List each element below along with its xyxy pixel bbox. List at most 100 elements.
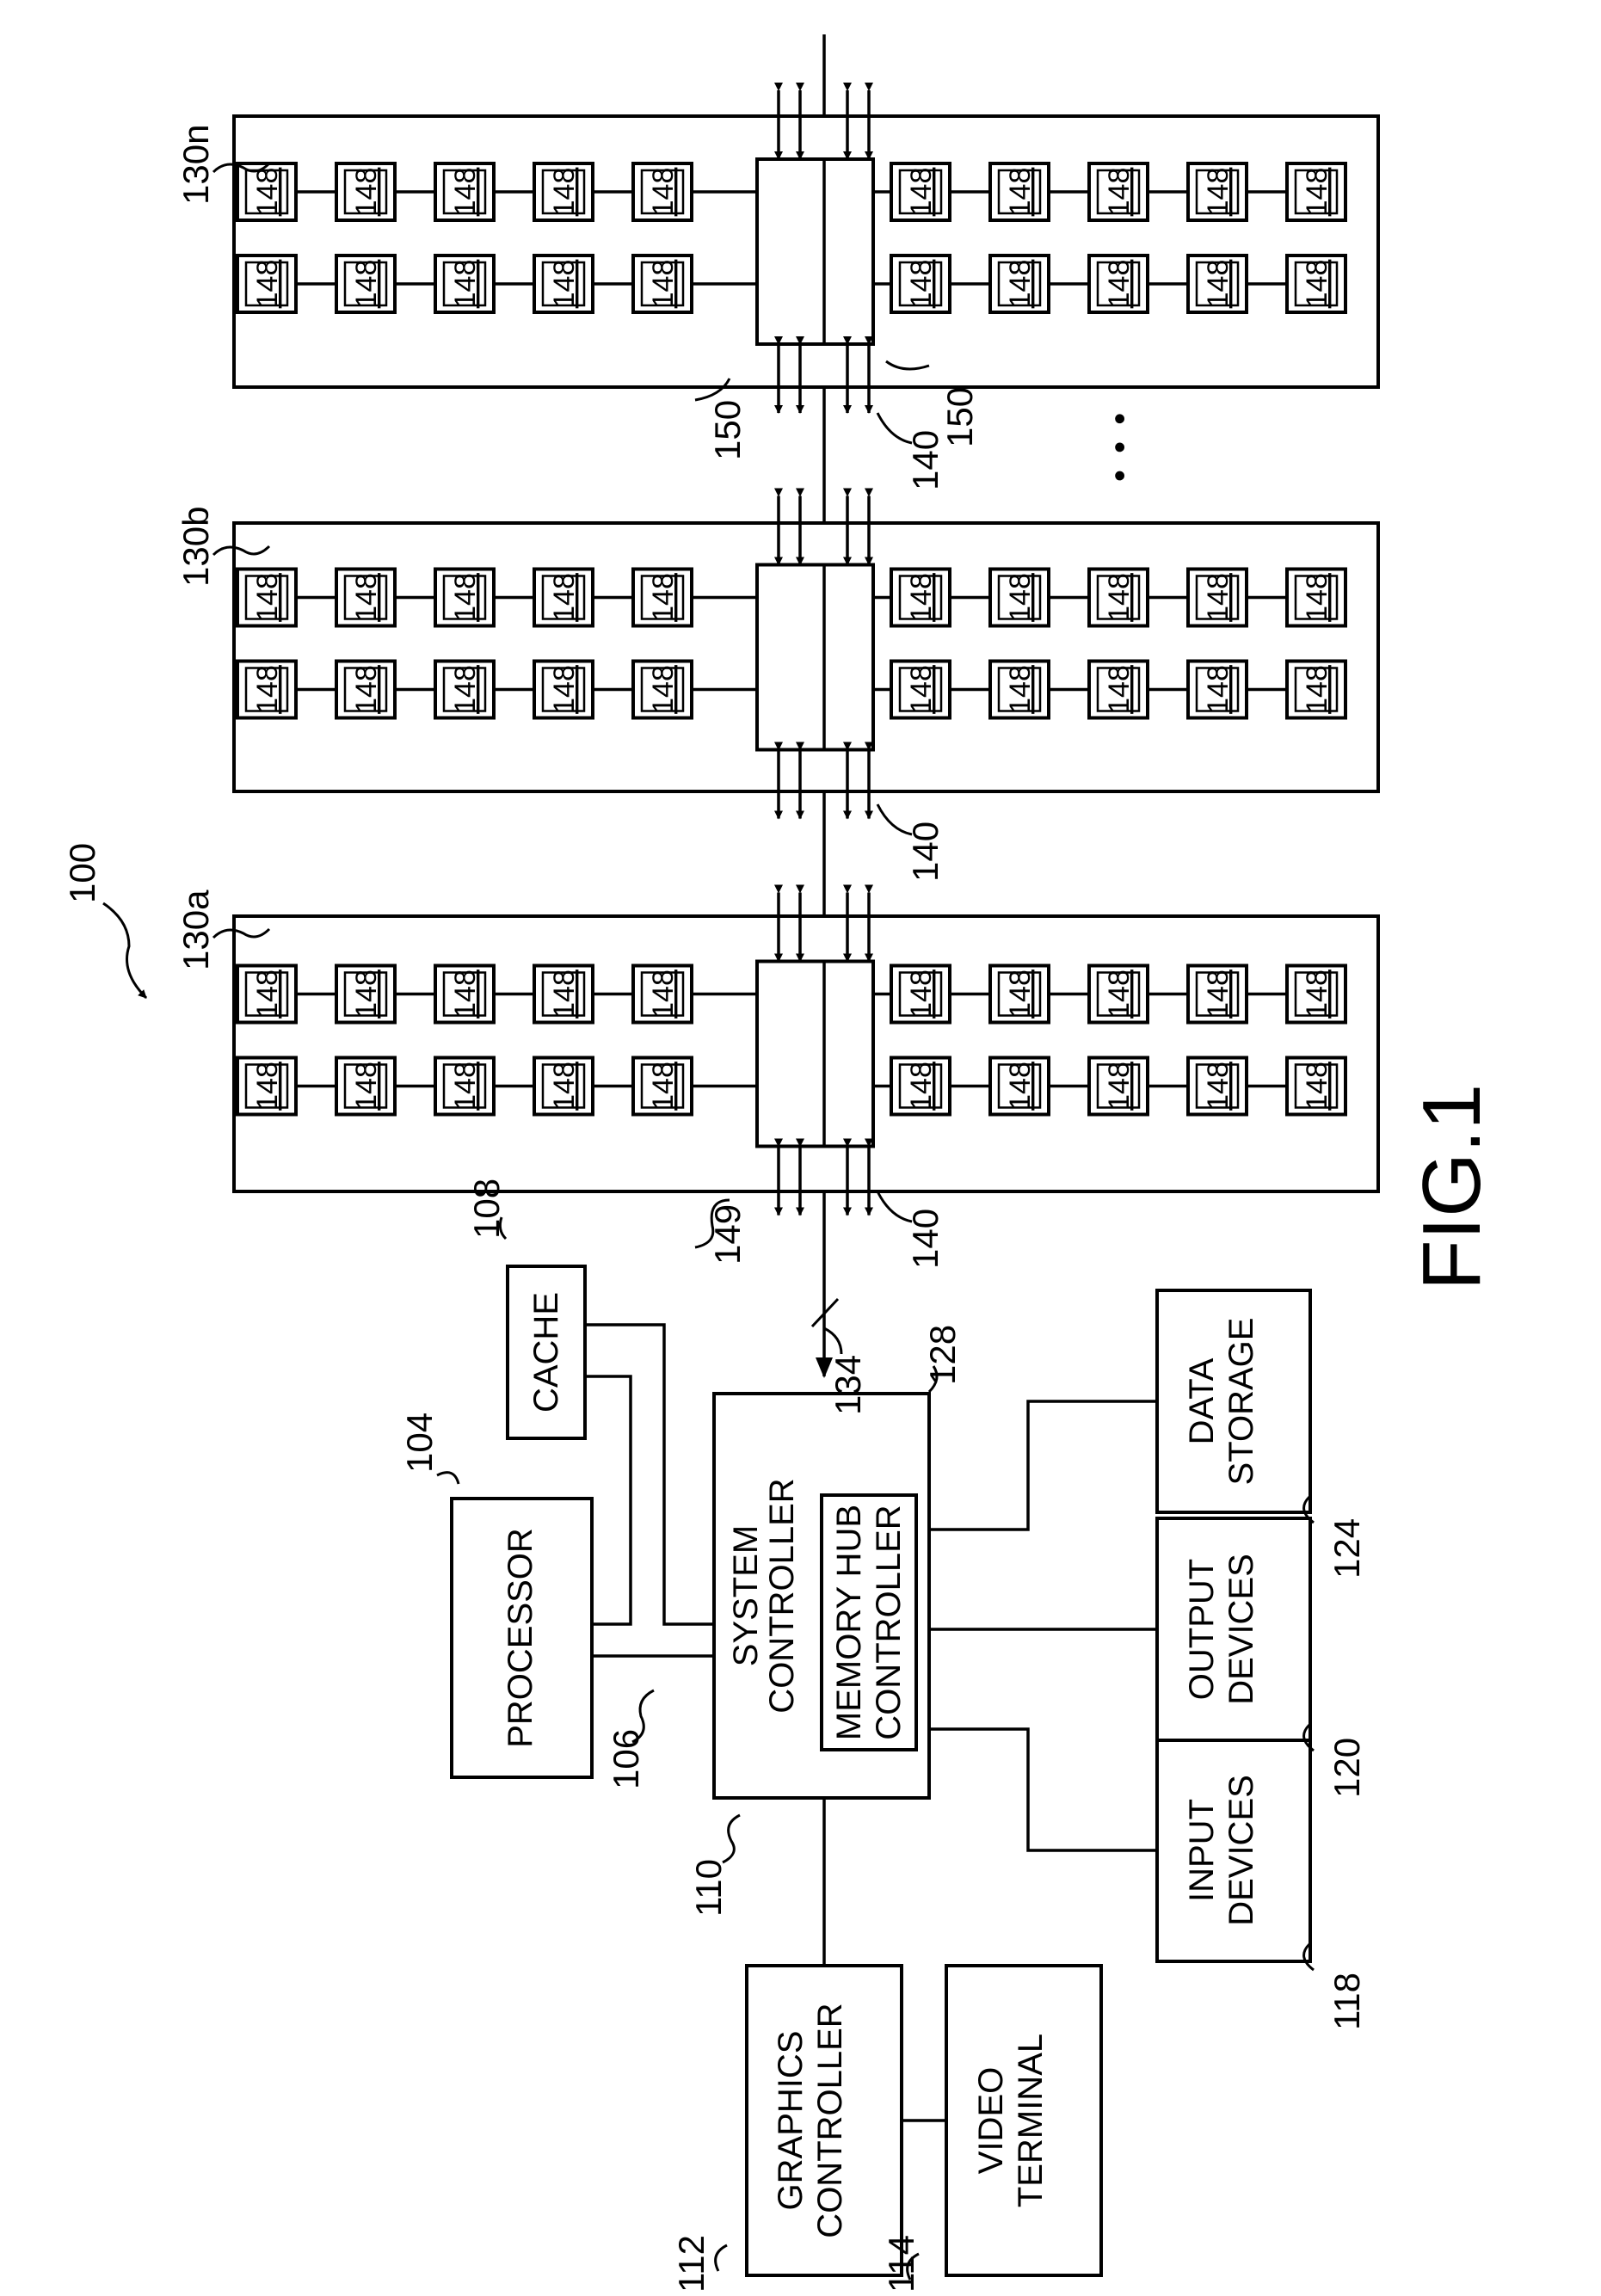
graphics-controller-label-1: GRAPHICS — [772, 2031, 810, 2211]
svg-text:148: 148 — [1004, 260, 1037, 309]
module-ellipsis: • • • — [1101, 409, 1139, 482]
ref-130b: 130b — [175, 507, 216, 587]
ref-110: 110 — [688, 1859, 729, 1917]
ref-134: 134 — [828, 1355, 868, 1415]
memory-device-chip: 148 — [336, 255, 395, 312]
svg-text:148: 148 — [1301, 665, 1333, 714]
data-storage-label-2: STORAGE — [1222, 1318, 1260, 1486]
svg-text:148: 148 — [1103, 573, 1136, 622]
memory-device-chip: 148 — [1188, 662, 1247, 718]
memory-device-chip: 148 — [990, 163, 1049, 220]
system-controller-label-2: CONTROLLER — [763, 1478, 801, 1713]
memory-device-chip: 148 — [336, 662, 395, 718]
svg-text:148: 148 — [905, 665, 938, 714]
svg-text:148: 148 — [1103, 969, 1136, 1019]
svg-text:148: 148 — [1301, 969, 1333, 1019]
ref-150-left: 150 — [707, 400, 748, 460]
memory-device-chip: 148 — [1089, 569, 1148, 626]
memory-device-chip: 148 — [534, 163, 593, 220]
ref-130n: 130n — [175, 125, 216, 205]
svg-text:148: 148 — [350, 168, 383, 217]
ref-104: 104 — [399, 1413, 440, 1473]
memory-modules: 148 148 148 148 148 148 148 148 148 148 148 148 148 1… — [234, 90, 1378, 1216]
memory-device-chip: 148 — [534, 966, 593, 1023]
processor-label: PROCESSOR — [502, 1528, 539, 1748]
svg-text:148: 148 — [350, 665, 383, 714]
memory-device-chip: 148 — [990, 662, 1049, 718]
svg-text:148: 148 — [1004, 573, 1037, 622]
memory-device-chip: 148 — [237, 662, 296, 718]
memory-device-chip: 148 — [891, 1058, 950, 1115]
svg-text:148: 148 — [1103, 168, 1136, 217]
memory-device-chip: 148 — [633, 569, 692, 626]
svg-text:148: 148 — [905, 168, 938, 217]
memory-device-chip: 148 — [336, 163, 395, 220]
memory-hub-box — [757, 962, 873, 1147]
svg-text:148: 148 — [905, 969, 938, 1019]
memory-hub-box — [757, 159, 873, 344]
svg-text:148: 148 — [350, 969, 383, 1019]
memory-hub-box — [757, 565, 873, 750]
ref-140-a: 140 — [905, 1209, 945, 1269]
memory-device-chip: 148 — [633, 255, 692, 312]
svg-text:148: 148 — [251, 969, 284, 1019]
svg-text:148: 148 — [1004, 1062, 1037, 1111]
memory-device-chip: 148 — [435, 255, 494, 312]
svg-text:148: 148 — [1202, 969, 1235, 1019]
ref-124: 124 — [1327, 1518, 1367, 1579]
memory-hub-controller-label-1: MEMORY HUB — [830, 1505, 868, 1740]
svg-text:148: 148 — [251, 260, 284, 309]
svg-text:148: 148 — [1301, 168, 1333, 217]
memory-device-chip: 148 — [237, 163, 296, 220]
ref-130a: 130a — [175, 889, 216, 970]
ref-150-right: 150 — [939, 387, 980, 447]
graphics-controller-label-2: CONTROLLER — [811, 2003, 849, 2238]
svg-text:148: 148 — [548, 260, 581, 309]
memory-device-chip: 148 — [1287, 1058, 1345, 1115]
svg-text:148: 148 — [647, 573, 680, 622]
memory-device-chip: 148 — [1188, 1058, 1247, 1115]
memory-device-chip: 148 — [1287, 163, 1345, 220]
svg-text:148: 148 — [548, 168, 581, 217]
ref-108: 108 — [466, 1179, 507, 1239]
svg-text:148: 148 — [1103, 260, 1136, 309]
video-terminal-label-1: VIDEO — [972, 2067, 1010, 2174]
memory-device-chip: 148 — [1188, 163, 1247, 220]
cache-label: CACHE — [527, 1292, 565, 1413]
reference-numerals: 100 130a 130b 130n 104 108 106 110 112 1… — [62, 125, 1367, 2293]
svg-text:148: 148 — [905, 260, 938, 309]
memory-device-chip: 148 — [633, 163, 692, 220]
memory-device-chip: 148 — [1287, 255, 1345, 312]
memory-device-chip: 148 — [435, 966, 494, 1023]
svg-text:148: 148 — [647, 168, 680, 217]
memory-device-chip: 148 — [633, 662, 692, 718]
svg-text:148: 148 — [449, 1062, 482, 1111]
memory-device-chip: 148 — [534, 662, 593, 718]
memory-device-chip: 148 — [534, 1058, 593, 1115]
svg-text:148: 148 — [1004, 969, 1037, 1019]
video-terminal-label-2: TERMINAL — [1012, 2034, 1050, 2207]
memory-device-chip: 148 — [633, 966, 692, 1023]
svg-text:148: 148 — [548, 1062, 581, 1111]
memory-module-n: 148 148 148 148 148 148 148 148 148 148 148 148 148 1… — [234, 90, 1378, 413]
svg-text:148: 148 — [1301, 1062, 1333, 1111]
svg-text:148: 148 — [1103, 665, 1136, 714]
ref-120: 120 — [1327, 1738, 1367, 1798]
memory-device-chip: 148 — [891, 163, 950, 220]
memory-device-chip: 148 — [1089, 966, 1148, 1023]
svg-text:148: 148 — [449, 168, 482, 217]
svg-text:148: 148 — [1202, 665, 1235, 714]
memory-device-chip: 148 — [534, 569, 593, 626]
memory-device-chip: 148 — [336, 569, 395, 626]
svg-text:148: 148 — [1103, 1062, 1136, 1111]
memory-device-chip: 148 — [237, 1058, 296, 1115]
memory-device-chip: 148 — [237, 255, 296, 312]
memory-device-chip: 148 — [1188, 966, 1247, 1023]
svg-text:148: 148 — [548, 573, 581, 622]
svg-text:148: 148 — [647, 665, 680, 714]
figure-label: FIG.1 — [1406, 1084, 1498, 1290]
svg-text:148: 148 — [251, 573, 284, 622]
input-devices-label-1: INPUT — [1183, 1799, 1221, 1902]
memory-device-chip: 148 — [435, 569, 494, 626]
